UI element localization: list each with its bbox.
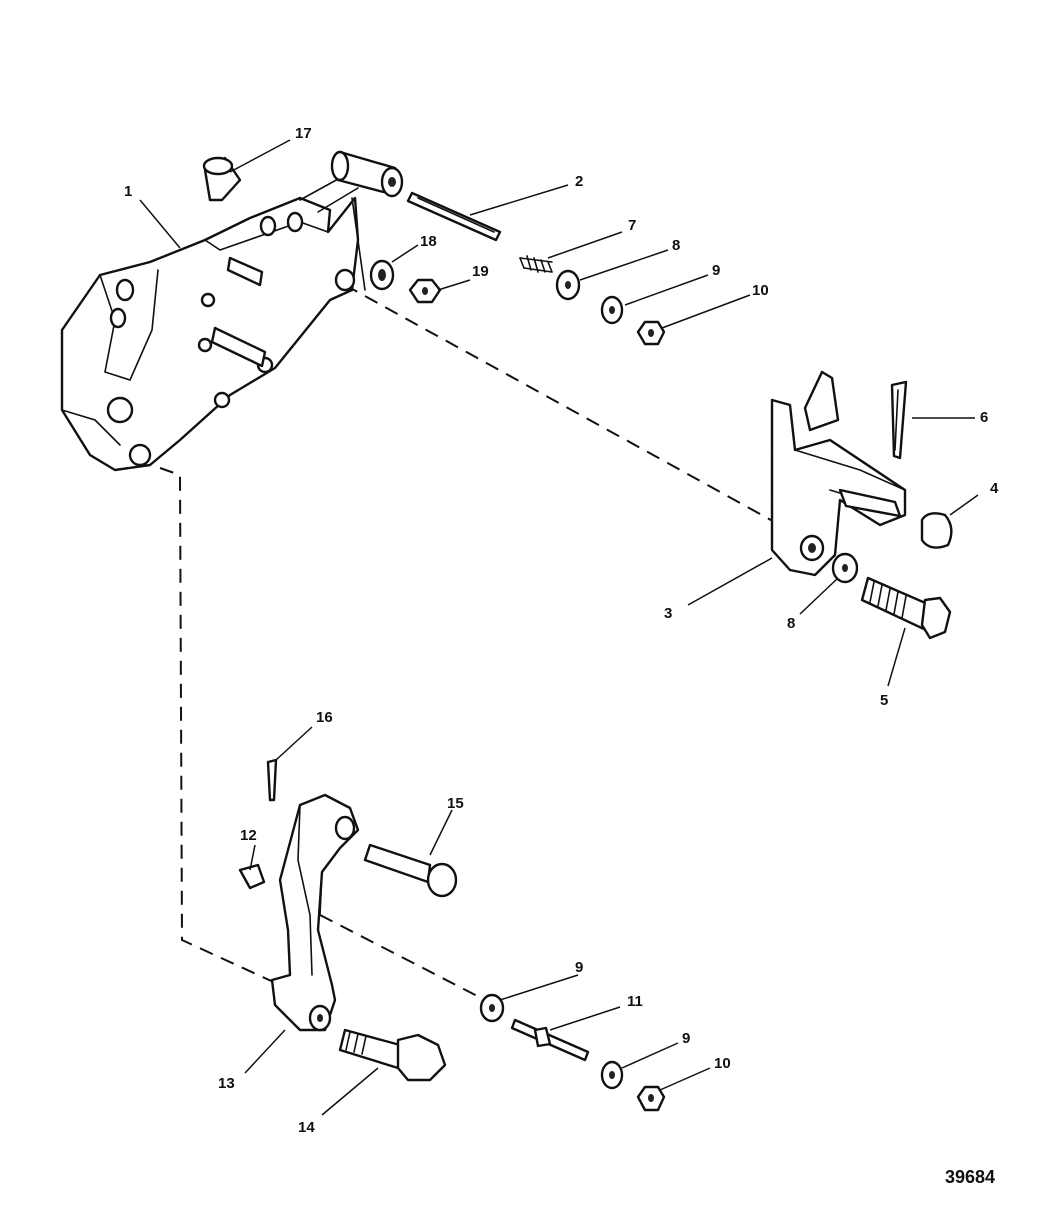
callout-17: 17 <box>295 125 312 142</box>
callout-12: 12 <box>240 827 257 844</box>
part-15-pin <box>363 843 458 898</box>
callout-labels: 1 17 2 18 19 7 8 9 10 6 4 3 8 5 16 15 12… <box>124 125 999 1136</box>
callout-4: 4 <box>990 480 999 497</box>
part-5-bolt <box>860 576 952 640</box>
part-18-washer <box>369 259 395 291</box>
part-16-cotter-pin <box>266 758 278 802</box>
part-14-shoulder-bolt <box>338 1028 447 1082</box>
figure-number: 39684 <box>945 1167 995 1187</box>
callout-14: 14 <box>298 1119 315 1136</box>
callout-6: 6 <box>980 409 988 426</box>
callout-15: 15 <box>447 795 464 812</box>
part-12-clip <box>238 863 266 890</box>
part-11-stud <box>510 1018 590 1062</box>
callout-11: 11 <box>627 993 643 1010</box>
assembly-guide-lines <box>159 284 781 1001</box>
part-3-lever <box>770 370 907 577</box>
callout-9-top: 9 <box>712 262 720 279</box>
callout-1: 1 <box>124 183 132 200</box>
callout-8-top: 8 <box>672 237 680 254</box>
callout-13: 13 <box>218 1075 235 1092</box>
part-4-cap <box>920 512 953 549</box>
callout-19: 19 <box>472 263 489 280</box>
part-19-nut <box>408 278 442 304</box>
callout-2: 2 <box>575 173 583 190</box>
part-9-washer-middle <box>479 993 505 1023</box>
callout-10-top: 10 <box>752 282 769 299</box>
part-13-arm <box>270 793 360 1032</box>
callout-16: 16 <box>316 709 333 726</box>
part-9-washer-bottom <box>600 1060 624 1090</box>
callout-18: 18 <box>420 233 437 250</box>
part-9-lockwasher-top <box>600 295 624 325</box>
part-1-bracket <box>60 177 366 472</box>
callout-leaders <box>139 139 979 1116</box>
part-10-nut-top <box>636 320 666 346</box>
part-7-spring <box>519 255 553 273</box>
callout-3: 3 <box>664 605 672 622</box>
callout-9-bottom: 9 <box>682 1030 690 1047</box>
callout-5: 5 <box>880 692 888 709</box>
part-8-washer-top <box>555 269 581 301</box>
callout-9-middle: 9 <box>575 959 583 976</box>
part-10-nut-bottom <box>636 1085 666 1112</box>
callout-7: 7 <box>628 217 636 234</box>
callout-8-right: 8 <box>787 615 795 632</box>
part-8-washer-right <box>831 552 859 584</box>
part-2-stud <box>406 191 502 242</box>
part-17-sleeve <box>202 150 404 202</box>
callout-10-bottom: 10 <box>714 1055 731 1072</box>
part-6-cotter-pin <box>890 380 908 460</box>
